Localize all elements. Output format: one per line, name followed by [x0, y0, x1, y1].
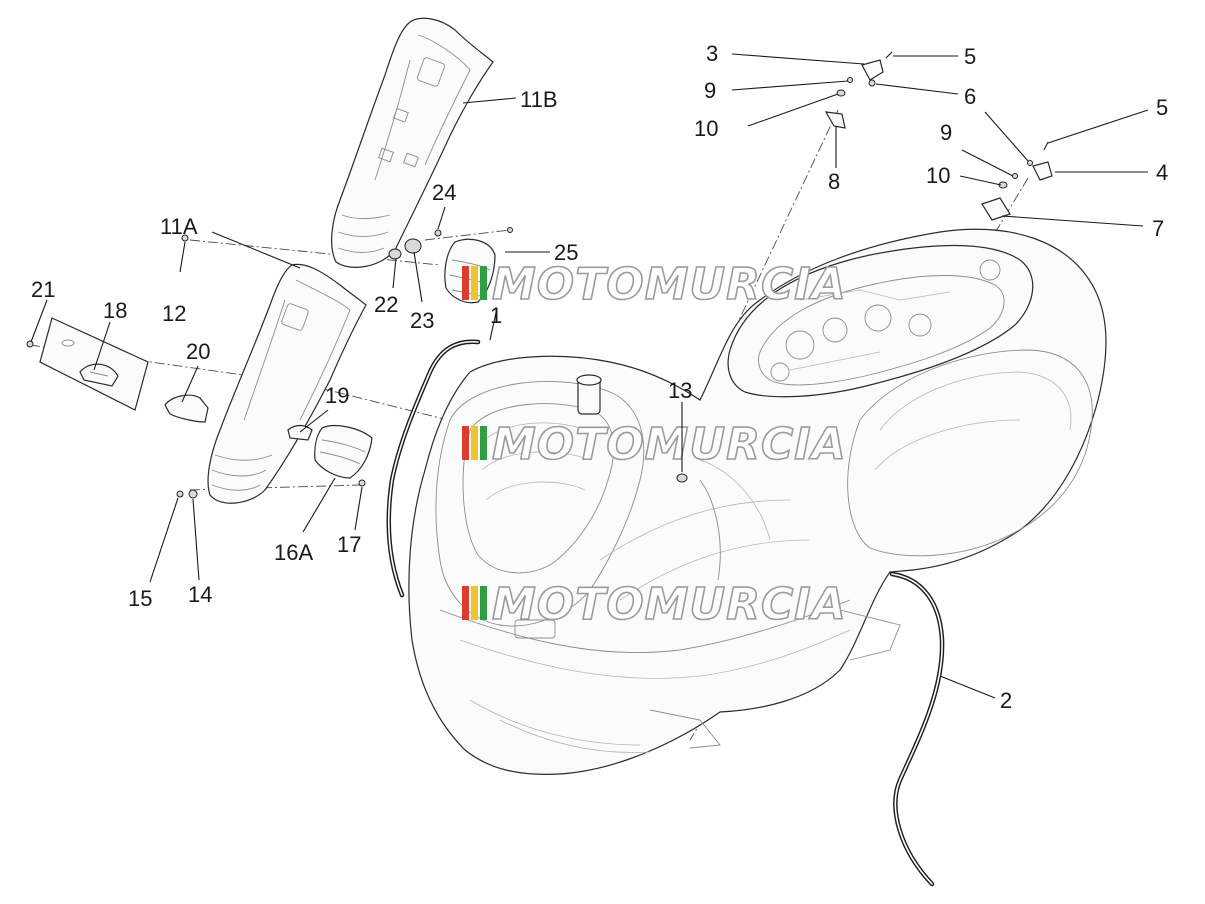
emblem-19 — [287, 424, 313, 441]
watermark-bottom: MOTOMURCIA — [462, 578, 847, 631]
callout-9: 9 — [704, 78, 716, 103]
callout-14: 14 — [188, 582, 212, 607]
callout-22: 22 — [374, 292, 398, 317]
callout-6: 6 — [964, 84, 976, 109]
small-hardware — [26, 51, 1053, 499]
callout-12: 12 — [162, 301, 186, 326]
watermark-stripe-red — [462, 586, 469, 620]
callout-8: 8 — [828, 169, 840, 194]
plate-bracket-18 — [39, 317, 149, 411]
watermark-text: MOTOMURCIA — [492, 579, 847, 630]
callout-17: 17 — [337, 532, 361, 557]
callout-13: 13 — [668, 378, 692, 403]
watermark-stripe-red — [462, 266, 469, 300]
callout-1: 1 — [490, 303, 502, 328]
watermark-text: MOTOMURCIA — [492, 419, 847, 470]
callout-3: 3 — [706, 41, 718, 66]
callout-23: 23 — [410, 308, 434, 333]
watermark-text: MOTOMURCIA — [492, 259, 847, 310]
body-frame — [408, 228, 1107, 775]
horn-grille-upper — [444, 238, 496, 304]
horn-cover-11A — [207, 263, 367, 504]
watermark-stripe-green — [480, 426, 487, 460]
callout-10: 10 — [926, 163, 950, 188]
callout-18: 18 — [103, 298, 127, 323]
watermark-stripe-red — [462, 426, 469, 460]
callout-5: 5 — [1156, 95, 1168, 120]
callout-24: 24 — [432, 180, 456, 205]
callout-7: 7 — [1152, 216, 1164, 241]
rubber-strip-1 — [386, 339, 481, 598]
rubber-strip-2 — [889, 571, 945, 887]
watermark-stripe-green — [480, 586, 487, 620]
callout-11A: 11A — [160, 214, 198, 239]
callout-21: 21 — [31, 277, 55, 302]
callout-16A: 16A — [274, 540, 313, 565]
watermark-middle: MOTOMURCIA — [462, 418, 847, 471]
watermark-stripe-yellow — [471, 266, 478, 300]
callout-4: 4 — [1156, 160, 1168, 185]
watermark-top: MOTOMURCIA — [462, 258, 847, 311]
leader-lines — [30, 53, 1149, 699]
callout-11B: 11B — [520, 87, 558, 112]
callout-10: 10 — [694, 116, 718, 141]
watermark-stripe-yellow — [471, 586, 478, 620]
callout-15: 15 — [128, 586, 152, 611]
watermark-stripe-yellow — [471, 426, 478, 460]
grille-16A — [314, 425, 373, 479]
callout-9: 9 — [940, 120, 952, 145]
callout-2: 2 — [1000, 688, 1012, 713]
emblem-20 — [164, 394, 209, 423]
callout-5: 5 — [964, 44, 976, 69]
callout-25: 25 — [554, 240, 578, 265]
callout-20: 20 — [186, 339, 210, 364]
callout-labels: 3 5 9 6 10 8 5 9 10 4 7 11B 11A 24 25 21… — [31, 41, 1168, 713]
callout-19: 19 — [325, 383, 349, 408]
watermark-stripe-green — [480, 266, 487, 300]
horn-cover-11B — [331, 17, 494, 268]
